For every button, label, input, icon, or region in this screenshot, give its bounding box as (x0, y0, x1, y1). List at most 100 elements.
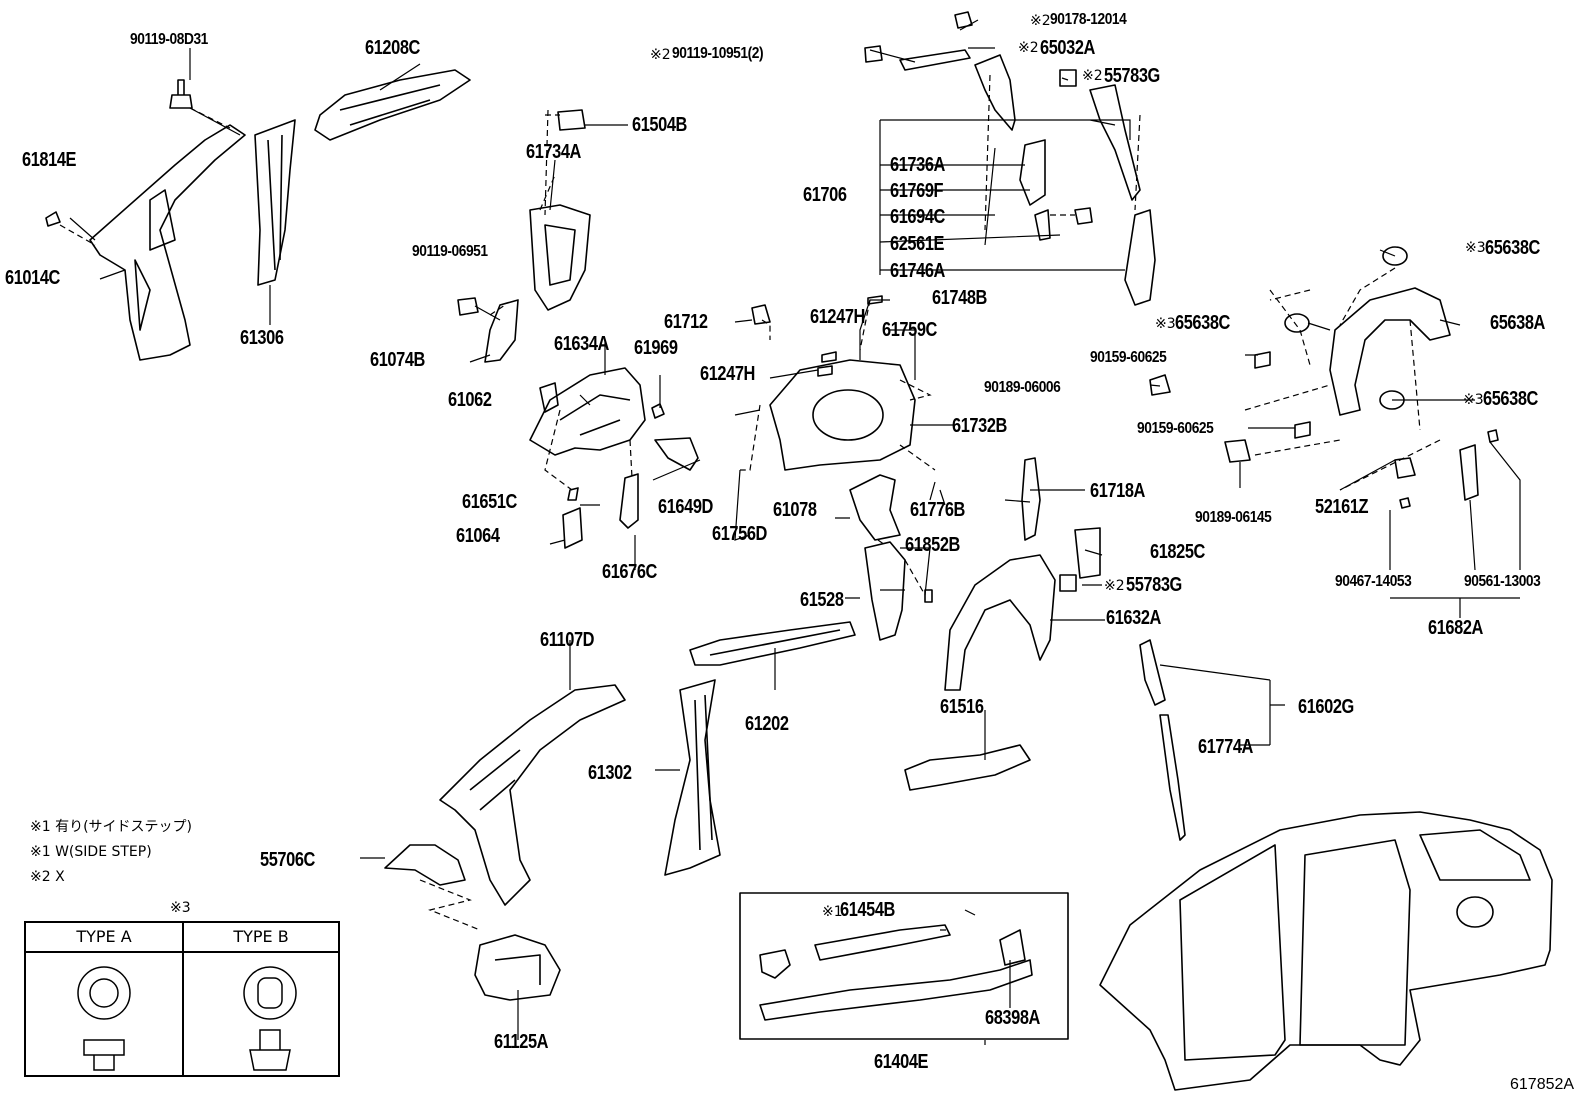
label-90467-14053: 90467-14053 (1335, 573, 1412, 590)
part-65638A-shape (1329, 287, 1451, 416)
marker-note2: ※2 (1104, 578, 1125, 594)
label-65638C-top: 65638C (1485, 237, 1540, 259)
label-90119-08D31: 90119-08D31 (130, 31, 208, 48)
label-61632A: 61632A (1106, 607, 1161, 629)
part-61634A-shape (529, 367, 646, 456)
part-61528-shape (864, 541, 906, 641)
label-61756D: 61756D (712, 523, 767, 545)
label-61516: 61516 (940, 696, 984, 718)
part-61516-shape (904, 744, 1031, 791)
part-61602G-shape (1139, 639, 1166, 706)
type-b-header: TYPE B (184, 923, 338, 953)
label-61776B: 61776B (910, 499, 965, 521)
label-61014C: 61014C (5, 267, 60, 289)
type-comparison-box: TYPE A TYPE B (24, 921, 340, 1077)
part-61734A-shape (529, 204, 591, 311)
legend-line-2: ※1 W(SIDE STEP) (30, 844, 152, 860)
label-65032A: 65032A (1040, 37, 1095, 59)
legend-line-3: ※2 X (30, 869, 65, 885)
part-61706-shape (974, 54, 1016, 131)
label-61649D: 61649D (658, 496, 713, 518)
type-box-marker: ※3 (170, 900, 191, 916)
label-61062: 61062 (448, 389, 492, 411)
label-90561-13003: 90561-13003 (1464, 573, 1541, 590)
label-61651C: 61651C (462, 491, 517, 513)
bolt-90119-08D31 (169, 79, 193, 109)
label-61634A: 61634A (554, 333, 609, 355)
type-a-header: TYPE A (26, 923, 182, 953)
label-61306: 61306 (240, 327, 284, 349)
label-90119-10951: 90119-10951(2) (672, 45, 764, 62)
label-90119-06951: 90119-06951 (412, 243, 488, 260)
label-61676C: 61676C (602, 561, 657, 583)
label-61825C: 61825C (1150, 541, 1205, 563)
marker-note3: ※3 (1155, 316, 1176, 332)
part-61676C-shape (619, 473, 639, 529)
part-61718A-shape (1021, 457, 1041, 541)
label-61125A: 61125A (494, 1031, 549, 1053)
part-61302-shape (664, 679, 721, 876)
label-61064: 61064 (456, 525, 500, 547)
legend-line-1: ※1 有り(サイドステップ) (30, 819, 193, 835)
label-61814E: 61814E (22, 149, 77, 171)
label-61074B: 61074B (370, 349, 425, 371)
label-61107D: 61107D (540, 629, 595, 651)
label-61602G: 61602G (1298, 696, 1354, 718)
marker-note3: ※3 (1465, 240, 1486, 256)
label-55783G: 55783G (1104, 65, 1160, 87)
marker-note2: ※2 (650, 47, 671, 63)
marker-note3: ※3 (1463, 392, 1484, 408)
label-55783G-low: 55783G (1126, 574, 1182, 596)
label-61528: 61528 (800, 589, 844, 611)
label-61736A: 61736A (890, 154, 945, 176)
part-61125A-shape (474, 934, 561, 1001)
label-61682A: 61682A (1428, 617, 1483, 639)
label-61969: 61969 (634, 337, 678, 359)
label-61734A: 61734A (526, 141, 581, 163)
label-61746A: 61746A (890, 260, 945, 282)
label-61852B: 61852B (905, 534, 960, 556)
label-62561E: 62561E (890, 233, 945, 255)
label-90159-60625-b: 90159-60625 (1137, 420, 1214, 437)
diagram-ref-code: 617852A (1510, 1076, 1575, 1093)
label-61694C: 61694C (890, 206, 945, 228)
label-61247H-b: 61247H (700, 363, 755, 385)
part-61208C-shape (314, 69, 471, 141)
label-61208C: 61208C (365, 37, 420, 59)
part-61632A-shape (944, 554, 1056, 691)
label-61247H: 61247H (810, 306, 865, 328)
label-61774A: 61774A (1198, 736, 1253, 758)
marker-note2: ※2 (1030, 13, 1051, 29)
label-61759C: 61759C (882, 319, 937, 341)
marker-note2: ※2 (1018, 40, 1039, 56)
part-61814E-shape (45, 211, 61, 227)
label-61748B: 61748B (932, 287, 987, 309)
label-90159-60625-a: 90159-60625 (1090, 349, 1167, 366)
label-68398A: 68398A (985, 1007, 1040, 1029)
label-61712: 61712 (664, 311, 708, 333)
part-61202-shape (689, 621, 856, 666)
label-90178-12014: 90178-12014 (1050, 11, 1127, 28)
label-61078: 61078 (773, 499, 817, 521)
label-61706: 61706 (803, 184, 847, 206)
label-61732B: 61732B (952, 415, 1007, 437)
label-61302: 61302 (588, 762, 632, 784)
label-61404E: 61404E (874, 1051, 929, 1073)
marker-note1: ※1 (822, 904, 843, 920)
label-61202: 61202 (745, 713, 789, 735)
vehicle-body-shell (1099, 811, 1553, 1091)
label-61769F: 61769F (890, 180, 944, 202)
label-61718A: 61718A (1090, 480, 1145, 502)
label-65638C-mid: 65638C (1175, 312, 1230, 334)
label-65638C-low: 65638C (1483, 388, 1538, 410)
part-61732B-shape (769, 359, 916, 471)
part-55706C-shape (384, 844, 466, 886)
part-61107D-shape (439, 684, 626, 906)
label-61454B: 61454B (840, 899, 895, 921)
label-90189-06006: 90189-06006 (984, 379, 1061, 396)
part-61074B-shape (484, 299, 519, 363)
label-65638A: 65638A (1490, 312, 1545, 334)
label-52161Z: 52161Z (1315, 496, 1369, 518)
